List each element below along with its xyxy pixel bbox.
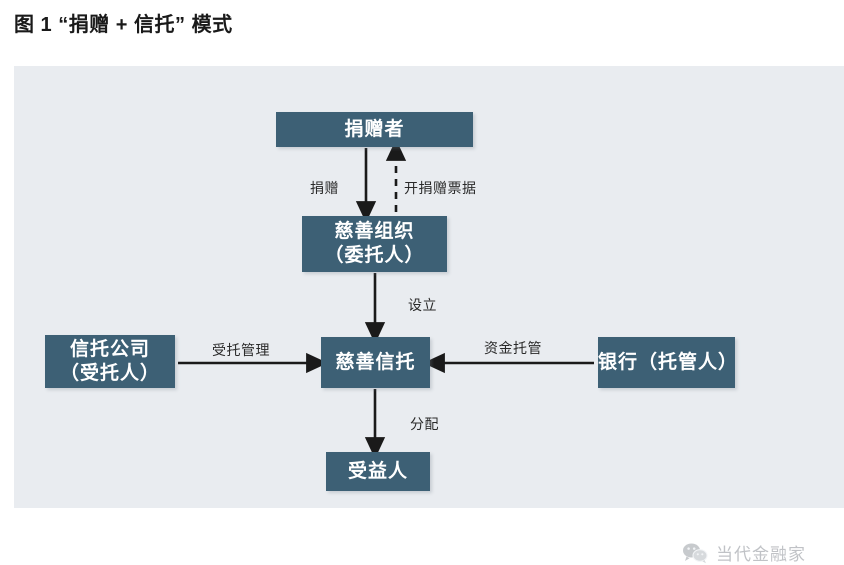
watermark-text: 当代金融家 [716,545,806,564]
node-charitable-trust-label: 慈善信托 [335,351,416,373]
diagram-panel: 捐赠者 慈善组织 （委托人） 信托公司 （受托人） 慈善信托 银行（托管人） 受… [14,66,844,564]
node-trust-company-label: 信托公司 [69,338,150,360]
node-charity-sublabel: （委托人） [324,245,425,266]
watermark: 当代金融家 [682,540,806,565]
figure-title: 图 1 “捐赠 + 信托” 模式 [14,14,233,36]
node-charity: 慈善组织 （委托人） [302,216,447,272]
node-beneficiary-label: 受益人 [347,460,408,482]
node-beneficiary: 受益人 [326,452,430,491]
node-bank: 银行（托管人） [598,337,739,388]
wechat-icon [682,542,708,564]
edge-label-custody: 资金托管 [484,340,542,356]
edge-label-donate: 捐赠 [310,180,339,196]
node-trust-company-sublabel: （受托人） [59,362,160,384]
node-bank-label: 银行（托管人） [598,351,739,373]
edge-label-manage: 受托管理 [212,342,270,358]
edge-label-establish: 设立 [408,297,437,313]
node-donor: 捐赠者 [276,112,473,147]
node-donor-label: 捐赠者 [344,118,405,140]
node-charity-label: 慈善组织 [334,221,415,243]
node-charitable-trust: 慈善信托 [321,337,430,388]
edge-label-distribute: 分配 [410,416,439,432]
edge-label-receipt: 开捐赠票据 [404,180,477,196]
node-trust-company: 信托公司 （受托人） [45,335,175,388]
